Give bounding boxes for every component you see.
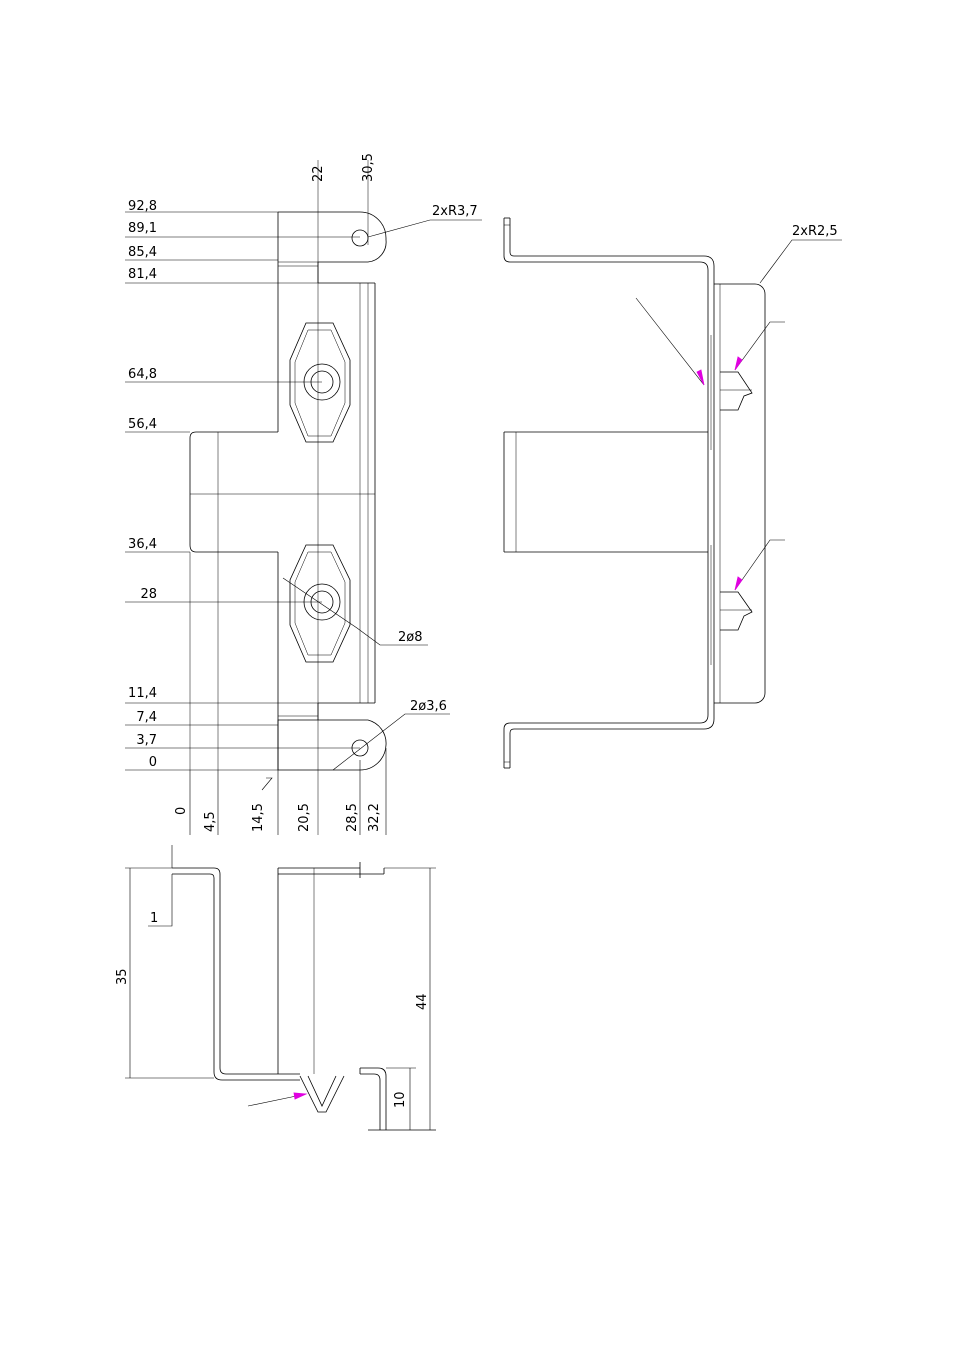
dim-b-28-5: 28,5 [345,803,360,832]
dim-22: 22 [311,165,326,182]
front-view: 92,8 89,1 85,4 81,4 64,8 56,4 36,4 28 11… [125,153,482,835]
dim-85-4: 85,4 [128,245,157,260]
callout-hole-small: 2ø3,6 [410,699,447,714]
dim-64-8: 64,8 [128,367,157,382]
callout-radius-side: 2xR2,5 [792,224,838,239]
dim-height-44: 44 [415,993,430,1010]
dim-b-14-5: 14,5 [251,803,266,832]
dim-89-1: 89,1 [128,221,157,236]
bottom-view: 1 35 44 10 [115,845,436,1131]
dim-0: 0 [149,755,157,770]
dim-81-4: 81,4 [128,267,157,282]
callout-radius-top: 2xR3,7 [432,204,478,219]
dim-b-4-5: 4,5 [203,811,218,832]
dim-3-7: 3,7 [136,733,157,748]
dim-thickness-1: 1 [150,911,158,926]
dim-7-4: 7,4 [136,710,157,725]
callout-hole-large: 2ø8 [398,630,423,645]
dim-b-0: 0 [174,807,189,815]
dim-height-35: 35 [115,968,130,985]
dim-56-4: 56,4 [128,417,157,432]
dim-92-8: 92,8 [128,199,157,214]
dim-11-4: 11,4 [128,686,157,701]
dim-36-4: 36,4 [128,537,157,552]
dim-b-32-2: 32,2 [367,803,382,832]
side-view: 2xR2,5 [503,217,842,769]
dim-30-5: 30,5 [361,153,376,182]
dim-b-20-5: 20,5 [297,803,312,832]
dim-depth-10: 10 [393,1091,408,1108]
dim-28: 28 [140,587,157,602]
